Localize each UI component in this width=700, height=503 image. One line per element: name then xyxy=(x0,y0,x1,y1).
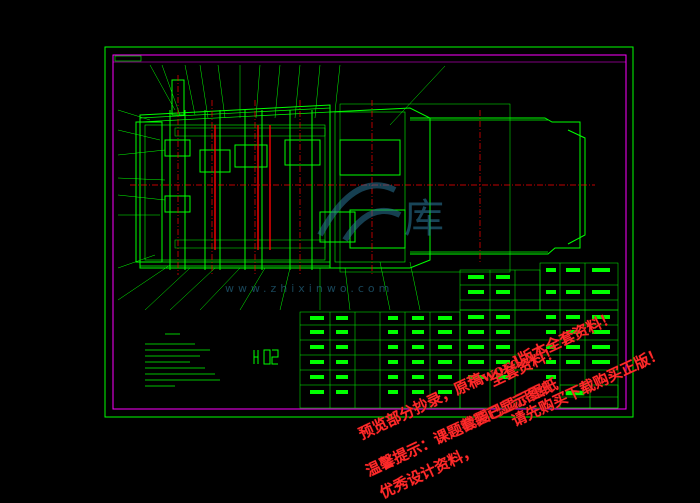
hatching xyxy=(139,107,548,267)
watermark-logo xyxy=(317,182,402,242)
inner-frame xyxy=(112,54,627,410)
cad-drawing xyxy=(104,46,634,418)
watermark-site-text: www.zhixinwo.com xyxy=(225,282,394,295)
red-shafts xyxy=(214,125,271,250)
surface-symbol xyxy=(253,349,279,365)
technical-notes xyxy=(145,333,220,387)
gearbox-assembly xyxy=(135,79,586,273)
leader-lines xyxy=(117,64,446,311)
watermark-logo-text: 库 xyxy=(404,196,444,242)
top-left-label xyxy=(114,55,142,62)
table-cell-marks xyxy=(310,268,610,394)
outer-frame xyxy=(104,46,634,418)
parts-list-table xyxy=(299,262,619,409)
title-block xyxy=(559,384,619,409)
